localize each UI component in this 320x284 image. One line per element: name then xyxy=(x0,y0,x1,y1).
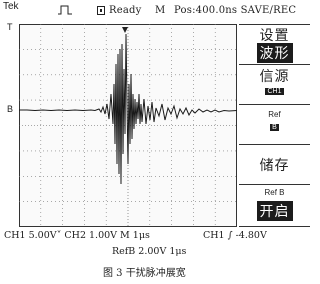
menu-item-source-title: 信源 xyxy=(259,69,290,85)
channel-readout: CH1 5.00V˅ CH2 1.00V M 1μs xyxy=(4,230,150,241)
menu-item-settings-value: 波形 xyxy=(256,43,293,63)
pulse-icon xyxy=(58,5,72,15)
trigger-readout: CH1 ∫ -4.80V xyxy=(203,230,267,241)
menu-divider xyxy=(239,226,310,227)
menu-item-ref-title: Ref xyxy=(268,110,281,119)
horizontal-position: Pos:400.0ns SAVE/REC xyxy=(174,5,297,16)
acquisition-state-icon xyxy=(97,6,105,15)
trigger-position-icon xyxy=(122,27,128,33)
ref-b-readout: RefB 2.00V 1μs xyxy=(112,246,187,257)
menu-item-source-value: CH1 xyxy=(265,88,284,95)
menu-item-ref-b-value: 开启 xyxy=(256,201,293,221)
menu-divider xyxy=(239,64,310,65)
trigger-level-marker: T xyxy=(7,22,13,32)
menu-item-settings-title: 设置 xyxy=(259,28,290,44)
menu-divider xyxy=(239,144,310,145)
menu-divider xyxy=(239,184,310,185)
menu-item-ref-b-title: Ref B xyxy=(264,188,285,197)
menu-item-ref-value: B xyxy=(270,124,279,131)
brand-label: Tek xyxy=(3,1,19,12)
menu-divider xyxy=(239,24,310,25)
acquisition-state: Ready xyxy=(109,5,142,16)
time-mode: M xyxy=(155,5,166,16)
menu-divider xyxy=(239,104,310,105)
figure-caption: 图 3 干扰脉冲展宽 xyxy=(103,268,186,279)
graticule xyxy=(19,24,237,227)
ref-b-marker: B xyxy=(7,104,14,114)
menu-item-save-label: 储存 xyxy=(259,158,290,174)
